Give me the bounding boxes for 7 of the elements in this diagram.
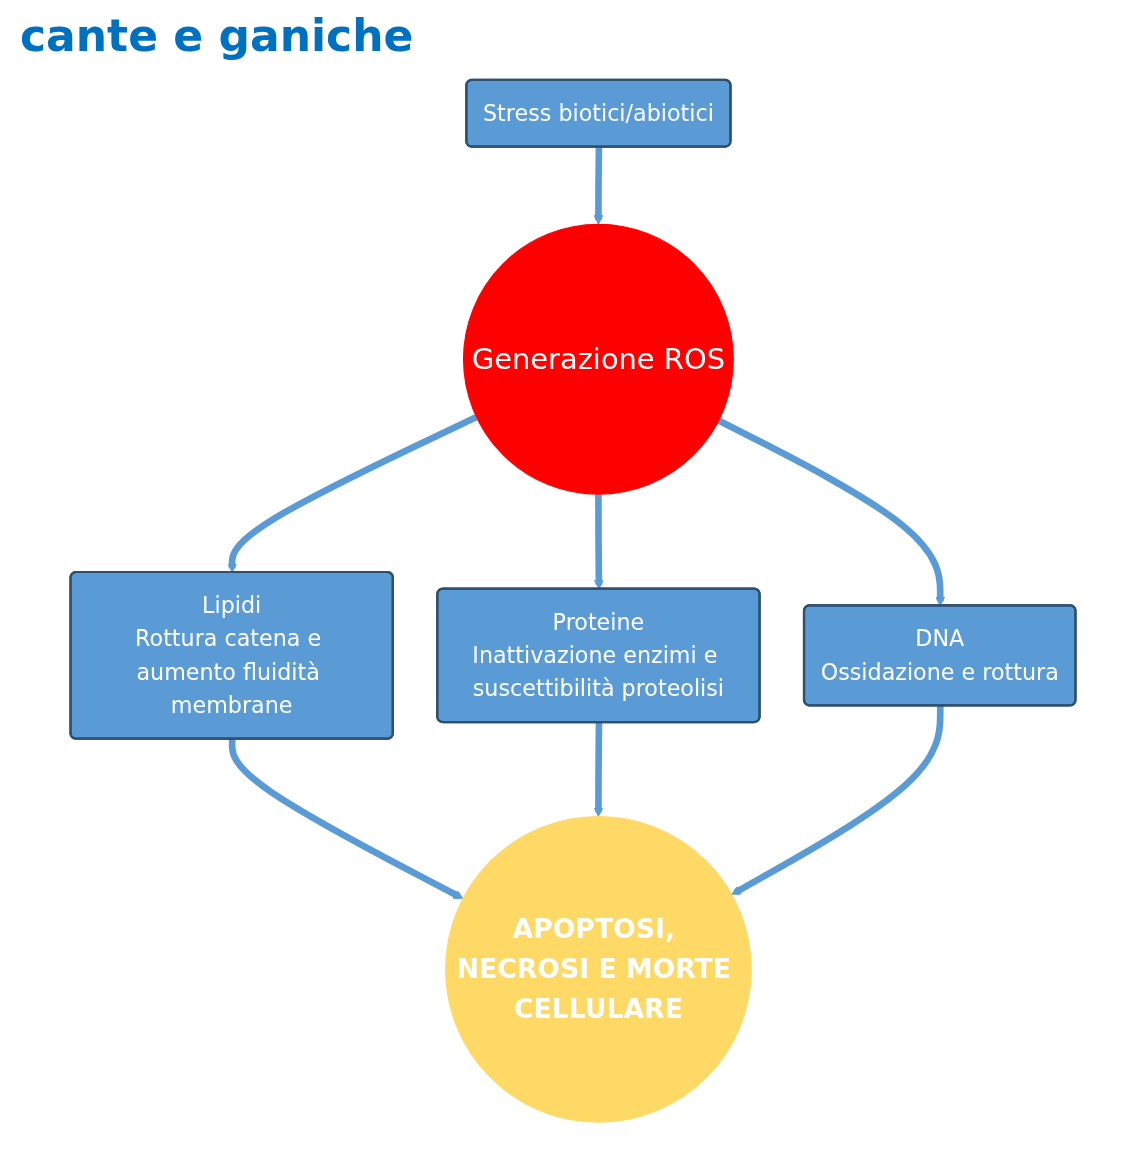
title: cante e ganiche — [19, 9, 415, 63]
arrow — [730, 705, 944, 896]
arrow — [593, 722, 603, 817]
node-circle: APOPTOSI, NECROSI E MORTE CELLULARE — [444, 815, 752, 1123]
arrow — [593, 147, 603, 225]
node-circle: Generazione ROS — [462, 223, 734, 495]
arrow — [228, 739, 463, 900]
